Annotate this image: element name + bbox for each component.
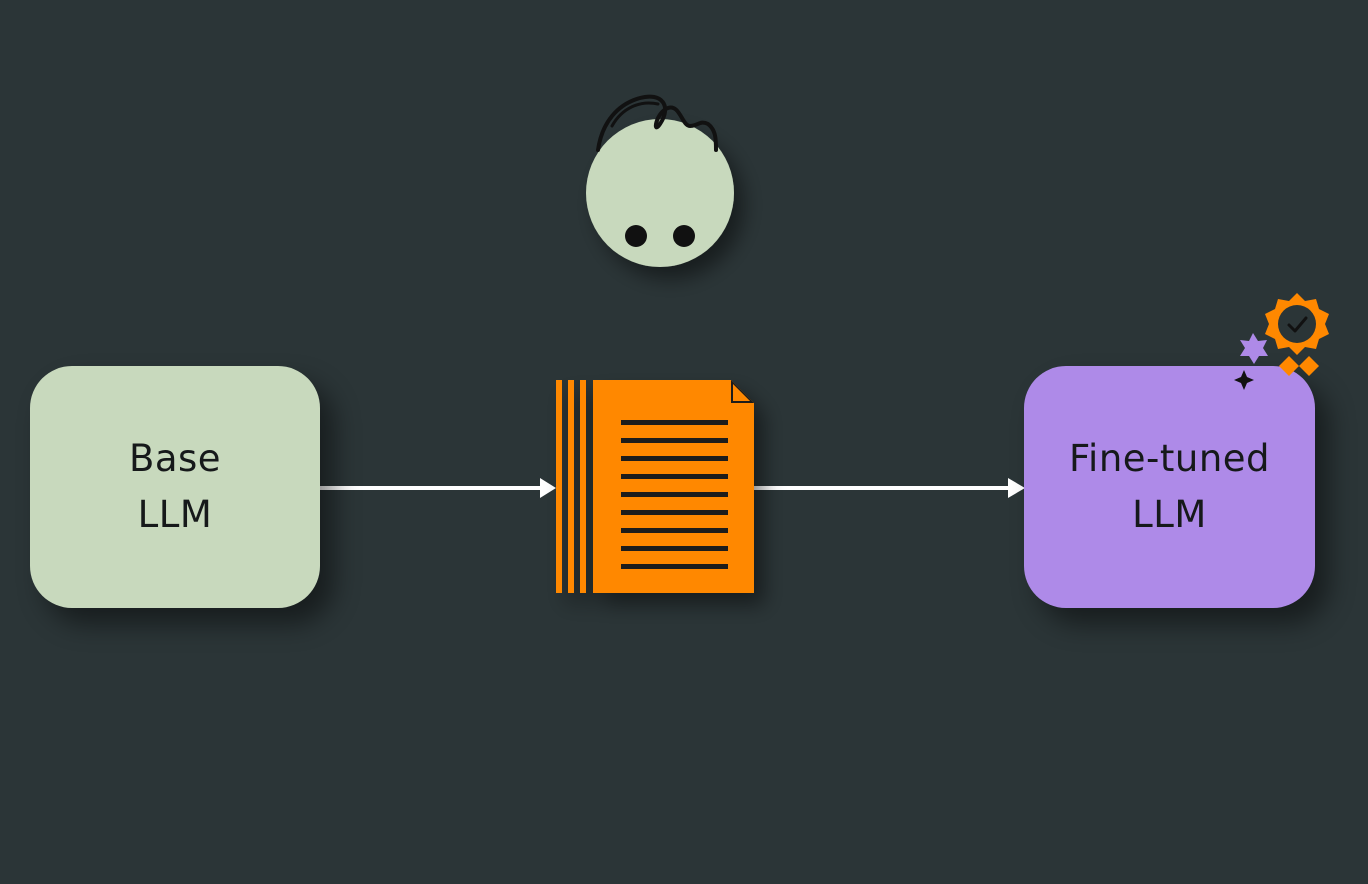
- base-llm-label: Base LLM: [129, 431, 221, 543]
- base-llm-label-line1: Base: [128, 437, 222, 480]
- finetuned-llm-label-line1: Fine-tuned: [1068, 437, 1271, 480]
- left-eye: [625, 225, 647, 247]
- right-eye: [673, 225, 695, 247]
- finetuned-llm-label-line2: LLM: [1132, 493, 1207, 536]
- arrow-base-to-document: [320, 478, 556, 498]
- finetuned-llm-box: Fine-tuned LLM: [1024, 366, 1315, 608]
- document-icon: [556, 380, 754, 593]
- arrow-document-to-finetuned: [754, 478, 1025, 498]
- finetuned-llm-label: Fine-tuned LLM: [1069, 431, 1270, 543]
- base-llm-box: Base LLM: [30, 366, 320, 608]
- award-badge-icon: [1265, 293, 1329, 376]
- base-llm-label-line2: LLM: [137, 493, 213, 536]
- character-face-icon: [586, 94, 734, 267]
- sparkle-icon: [1234, 333, 1268, 390]
